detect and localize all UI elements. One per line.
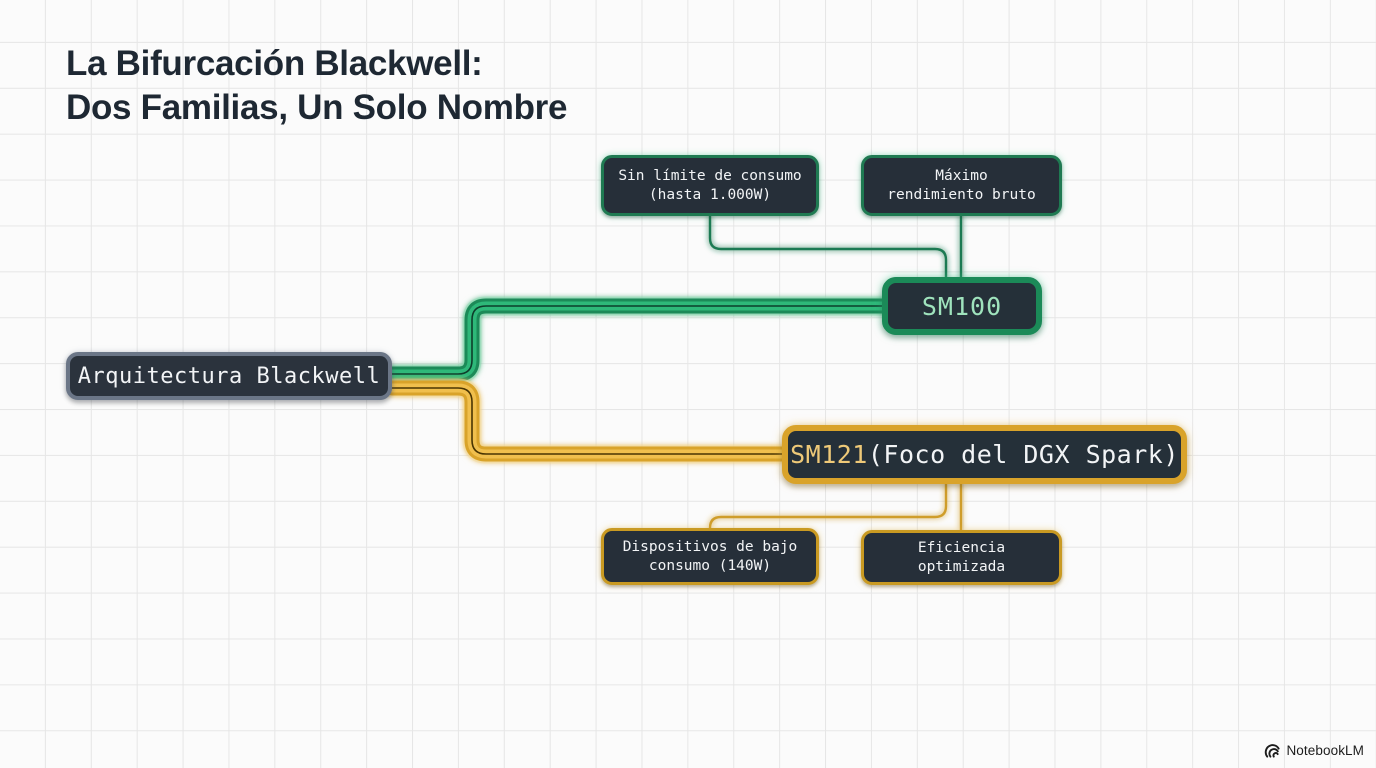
node-sm100[interactable]: SM100: [882, 277, 1042, 335]
node-sm100-child-1[interactable]: Sin límite de consumo (hasta 1.000W): [601, 155, 819, 216]
node-sm121[interactable]: SM121 (Foco del DGX Spark): [782, 425, 1187, 484]
node-sm121-child-2[interactable]: Eficiencia optimizada: [861, 530, 1062, 585]
node-sm121-child-1[interactable]: Dispositivos de bajo consumo (140W): [601, 528, 819, 585]
notebooklm-spiral-icon: [1264, 743, 1281, 758]
connector-root-to-sm121: [382, 378, 802, 464]
connector-root-to-sm100: [382, 296, 902, 384]
node-sm121-label-secondary: (Foco del DGX Spark): [867, 440, 1179, 469]
connector-sm121-children: [708, 482, 963, 532]
notebooklm-watermark: NotebookLM: [1264, 743, 1364, 758]
node-sm100-child-2[interactable]: Máximo rendimiento bruto: [861, 155, 1062, 216]
node-sm121-label-primary: SM121: [790, 440, 868, 469]
connector-sm100-children: [708, 214, 963, 280]
page-title: La Bifurcación Blackwell: Dos Familias, …: [66, 44, 568, 127]
node-root[interactable]: Arquitectura Blackwell: [66, 352, 392, 400]
notebooklm-label: NotebookLM: [1286, 743, 1364, 758]
